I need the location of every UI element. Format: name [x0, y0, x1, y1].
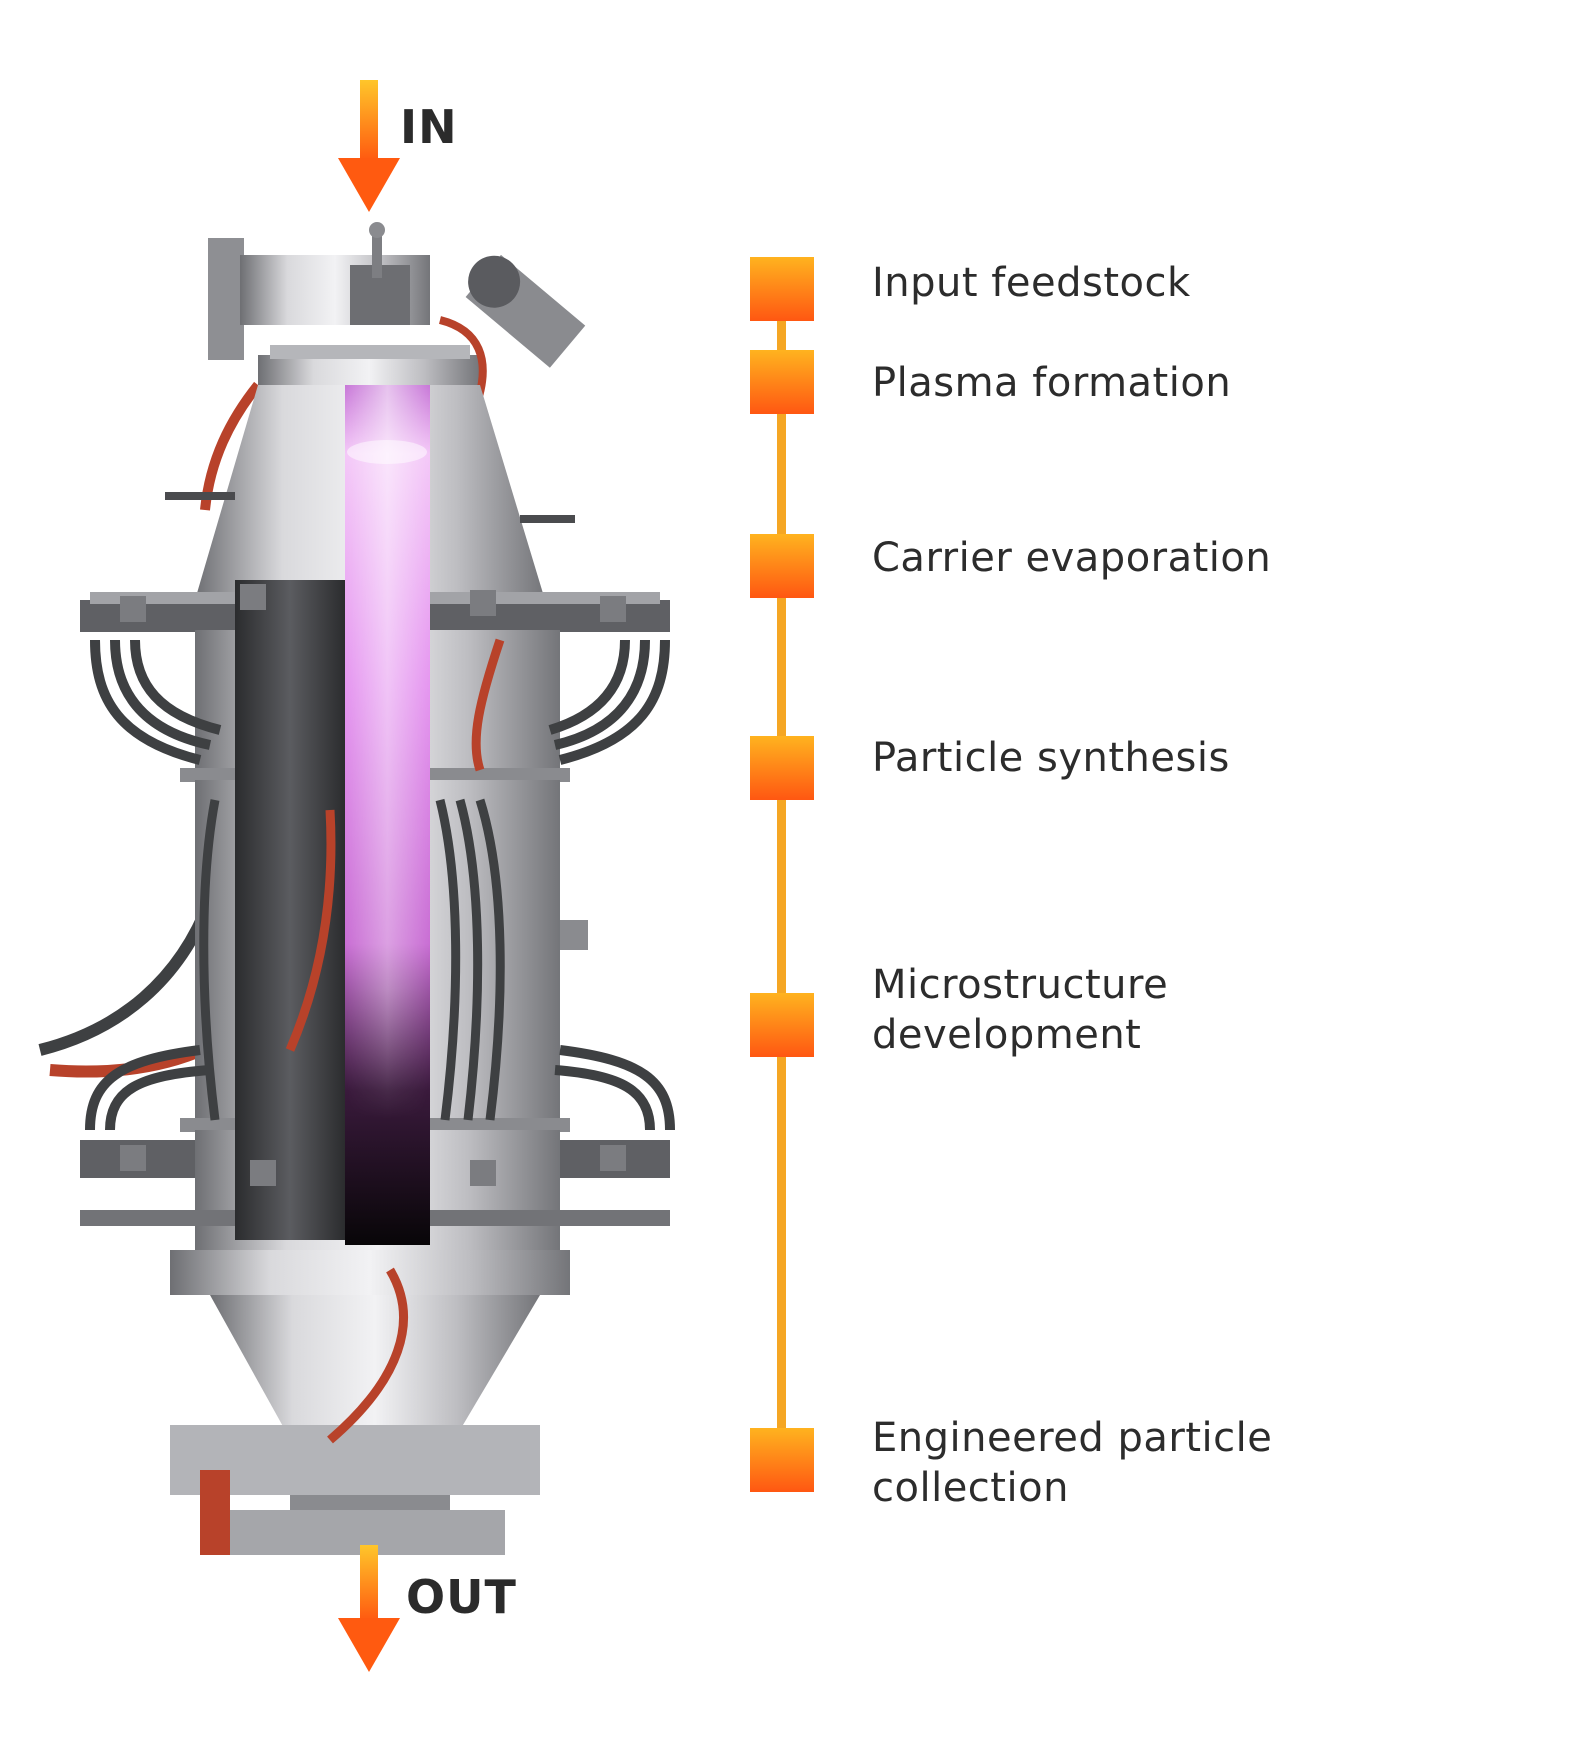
step-label-microstructure-development: Microstructure development — [872, 962, 1169, 1058]
step-label-input-feedstock: Input feedstock — [872, 260, 1191, 306]
step-label-carrier-evaporation: Carrier evaporation — [872, 535, 1272, 581]
square-marker-icon — [750, 993, 814, 1057]
square-marker-icon — [750, 350, 814, 414]
out-label: OUT — [406, 1570, 517, 1624]
in-label: IN — [400, 100, 458, 154]
timeline-line — [777, 310, 786, 1480]
step-label-engineered-particle-collection: Engineered particle collection — [872, 1415, 1273, 1511]
step-label-plasma-formation: Plasma formation — [872, 360, 1232, 406]
plasma-reactor-illustration — [38, 222, 675, 1555]
square-marker-icon — [750, 1428, 814, 1492]
out-arrow-icon — [338, 1545, 400, 1672]
in-arrow-icon — [338, 80, 400, 212]
square-marker-icon — [750, 534, 814, 598]
square-marker-icon — [750, 257, 814, 321]
step-label-particle-synthesis: Particle synthesis — [872, 735, 1230, 781]
square-marker-icon — [750, 736, 814, 800]
process-timeline — [750, 257, 814, 1492]
